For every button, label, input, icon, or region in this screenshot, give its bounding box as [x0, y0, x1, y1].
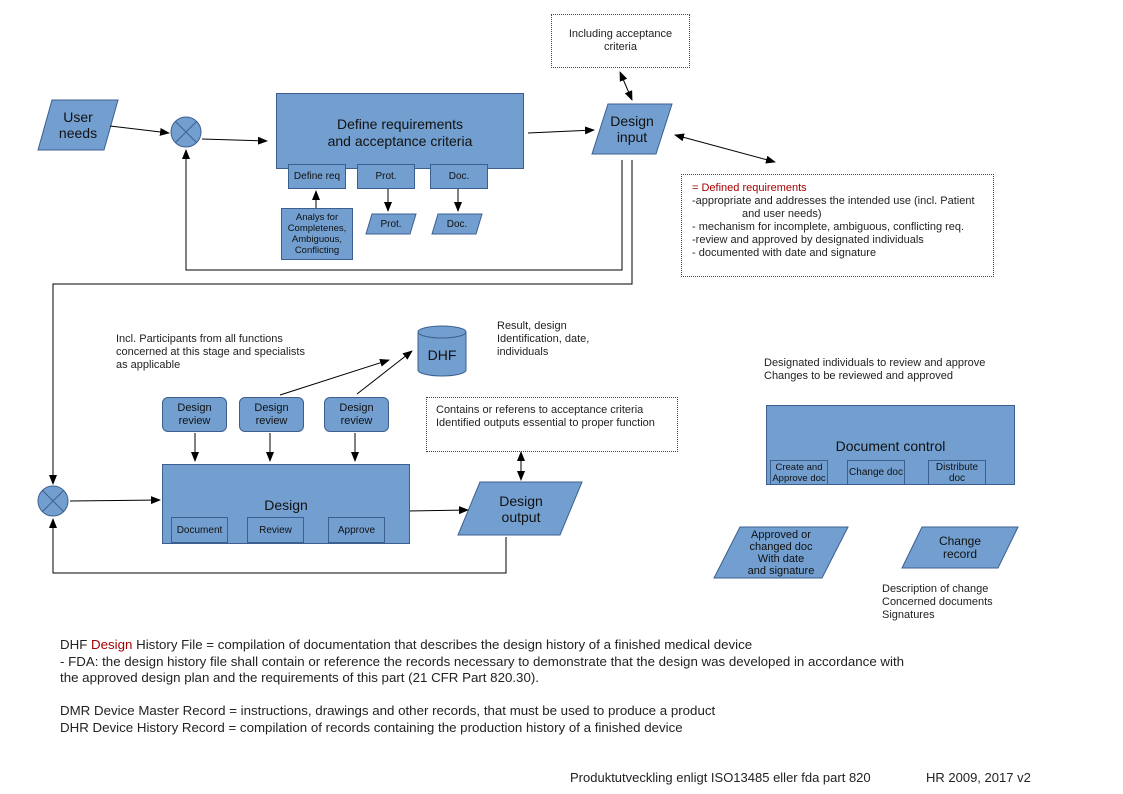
design-input[interactable]: Design input: [610, 113, 654, 145]
sub-doc[interactable]: Doc.: [430, 164, 488, 189]
sub-define-req[interactable]: Define req: [288, 164, 346, 189]
design-output[interactable]: Design output: [499, 492, 543, 525]
dhf-rest: History File = compilation of documentat…: [132, 637, 753, 652]
contains-note-text: Contains or referens to acceptance crite…: [436, 404, 655, 429]
design-output-shape: [457, 481, 583, 536]
sub-create-approve-doc[interactable]: Create and Approve doc: [770, 460, 828, 485]
design-review-2[interactable]: Design review: [239, 397, 304, 432]
design-title: Design: [264, 497, 308, 513]
define-requirements-title-2: and acceptance criteria: [327, 133, 473, 149]
sub-prot[interactable]: Prot.: [357, 164, 415, 189]
defined-req-line-2: and user needs): [742, 208, 822, 220]
defined-requirements-note: = Defined requirements -appropriate and …: [681, 174, 994, 277]
design-review-1[interactable]: Design review: [162, 397, 227, 432]
approved-doc[interactable]: Approved or changed doc With date and si…: [747, 528, 815, 577]
prot-output[interactable]: Prot.: [380, 218, 402, 230]
approved-doc-shape: [713, 526, 849, 579]
designated-note: Designated individuals to review and app…: [764, 357, 986, 382]
change-description-note: Description of change Concerned document…: [882, 583, 993, 621]
dhr-definition: DHR Device History Record = compilation …: [60, 720, 683, 735]
dhf-design-word: Design: [91, 637, 133, 652]
footer-title: Produktutveckling enligt ISO13485 eller …: [570, 770, 871, 785]
design-review-3[interactable]: Design review: [324, 397, 389, 432]
sub-change-doc[interactable]: Change doc: [847, 460, 905, 485]
define-requirements-box[interactable]: Define requirements and acceptance crite…: [276, 93, 524, 169]
user-needs-shape: [37, 99, 119, 151]
defined-req-line-3: - mechanism for incomplete, ambiguous, c…: [692, 221, 965, 233]
fda-line-2: the approved design plan and the require…: [60, 670, 539, 685]
sub-review[interactable]: Review: [247, 517, 304, 543]
change-record[interactable]: Change record: [938, 533, 982, 561]
fda-line-1: - FDA: the design history file shall con…: [60, 654, 905, 669]
defined-req-line-1: -appropriate and addresses the intended …: [692, 195, 975, 207]
dmr-definition: DMR Device Master Record = instructions,…: [60, 703, 716, 718]
dhf-definition: DHF Design History File = compilation of…: [60, 637, 752, 653]
prot-output-shape: [365, 213, 417, 235]
footer-version: HR 2009, 2017 v2: [926, 770, 1031, 785]
analys-box[interactable]: Analys for Completenes, Ambiguous, Confl…: [281, 208, 353, 260]
sub-document[interactable]: Document: [171, 517, 228, 543]
summing-junction-bottom: [37, 485, 69, 517]
define-requirements-title-1: Define requirements: [336, 116, 464, 132]
sub-distribute-doc[interactable]: Distribute doc: [928, 460, 986, 485]
acceptance-criteria-text: Including acceptance criteria: [568, 28, 673, 53]
change-record-shape: [901, 526, 1019, 569]
result-note: Result, design Identification, date, ind…: [497, 320, 590, 358]
defined-req-line-5: - documented with date and signature: [692, 247, 877, 259]
defined-req-line-4: -review and approved by designated indiv…: [692, 234, 924, 246]
dhf-cylinder-shape: [417, 325, 467, 377]
acceptance-criteria-note: Including acceptance criteria: [551, 14, 690, 68]
doc-output-shape: [431, 213, 483, 235]
summing-junction-top: [170, 116, 202, 148]
design-input-shape: [591, 103, 673, 155]
dhf-prefix: DHF: [60, 637, 92, 652]
document-control-title: Document control: [835, 438, 946, 454]
contains-note: Contains or referens to acceptance crite…: [426, 397, 678, 452]
sub-approve[interactable]: Approve: [328, 517, 385, 543]
user-needs[interactable]: User needs: [58, 109, 98, 141]
doc-output[interactable]: Doc.: [446, 218, 468, 230]
defined-requirements-head: = Defined requirements: [692, 182, 807, 194]
dhf-label[interactable]: DHF: [427, 347, 457, 363]
participants-note: Incl. Participants from all functions co…: [116, 333, 305, 371]
